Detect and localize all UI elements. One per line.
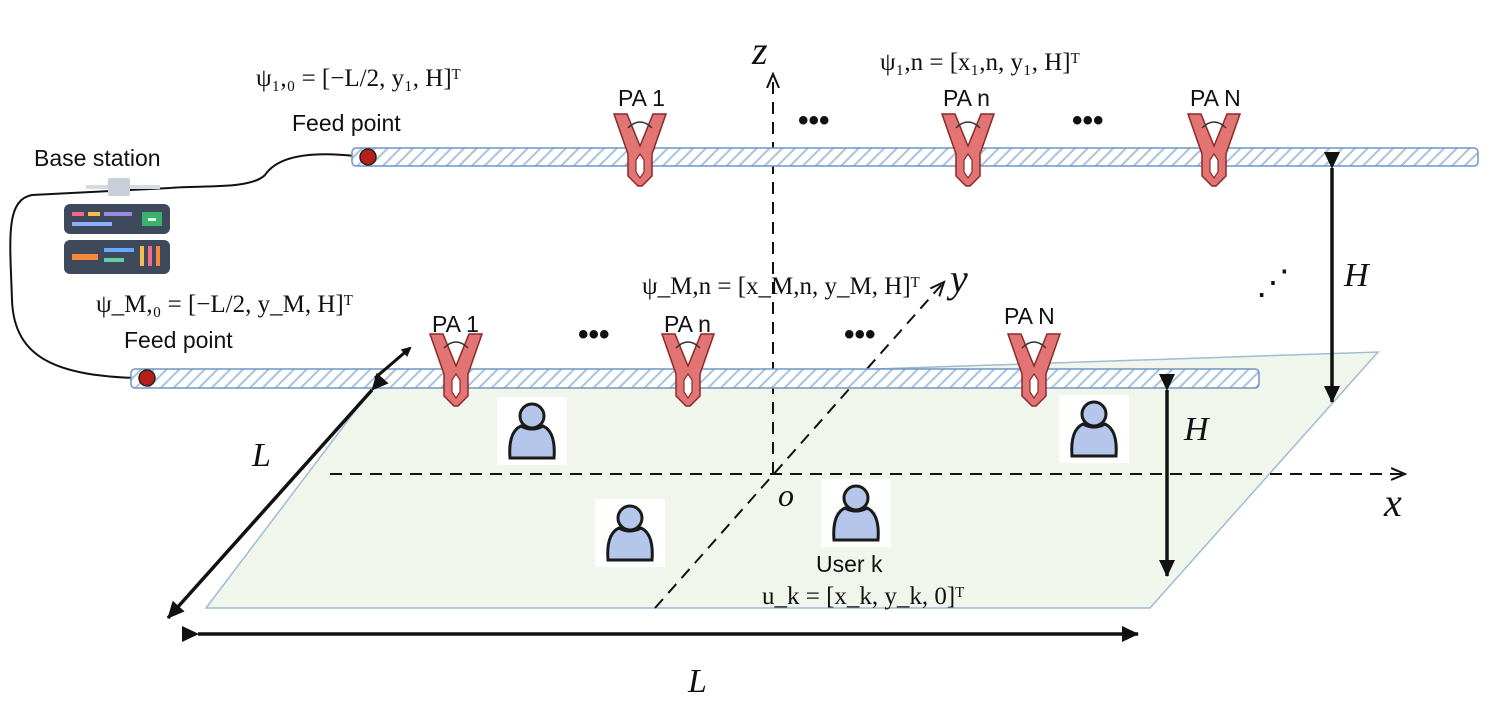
feed-point-label-1: Feed point bbox=[292, 110, 401, 136]
psi-M-n-label: ψ_M,n = [x_M,n, y_M, H]ᵀ bbox=[642, 273, 920, 300]
feed-cable bbox=[9, 153, 356, 379]
pa-n-bottom-label: PA n bbox=[664, 311, 711, 337]
axis-y-label: y bbox=[946, 256, 968, 301]
psi-1-n-label: ψ₁,n = [x₁,n, y₁, H]ᵀ bbox=[880, 49, 1080, 76]
base-station-label: Base station bbox=[34, 145, 161, 171]
axis-z-label: z bbox=[751, 28, 768, 73]
pa-n-top-label: PA n bbox=[943, 85, 990, 111]
psi-1-0-label: ψ₁,₀ = [−L/2, y₁, H]ᵀ bbox=[256, 65, 461, 92]
pa-N-top-label: PA N bbox=[1190, 85, 1241, 111]
vertical-ellipsis: ⋰ bbox=[1256, 265, 1290, 302]
user-2 bbox=[1057, 393, 1131, 465]
psi-M-0-label: ψ_M,₀ = [−L/2, y_M, H]ᵀ bbox=[96, 291, 353, 318]
feed-point-1 bbox=[359, 148, 377, 166]
u-k-label: u_k = [x_k, y_k, 0]ᵀ bbox=[762, 583, 964, 610]
ellipsis-bottom-1: ••• bbox=[578, 318, 610, 351]
L-label-horizontal: L bbox=[687, 663, 707, 700]
pa-1-bottom-label: PA 1 bbox=[432, 311, 479, 337]
y-axis bbox=[654, 282, 944, 609]
ellipsis-bottom-2: ••• bbox=[844, 318, 876, 351]
waveguide-1 bbox=[351, 147, 1479, 167]
user-k bbox=[819, 477, 893, 549]
pa-1-top-label: PA 1 bbox=[618, 85, 665, 111]
H-label-right: H bbox=[1343, 257, 1371, 294]
axis-x-label: x bbox=[1383, 480, 1402, 525]
pa-N-bottom-label: PA N bbox=[1004, 303, 1055, 329]
base-station-icon bbox=[64, 178, 170, 274]
H-label-center: H bbox=[1183, 411, 1211, 448]
user-1 bbox=[495, 395, 569, 467]
ellipsis-top-2: ••• bbox=[1072, 104, 1104, 137]
L-dimension-diagonal bbox=[166, 372, 389, 620]
L-label-diagonal: L bbox=[251, 437, 271, 474]
user-k-label: User k bbox=[816, 551, 883, 577]
origin-label: o bbox=[778, 477, 794, 513]
feed-point-M bbox=[138, 369, 156, 387]
feed-point-label-M: Feed point bbox=[124, 327, 233, 353]
user-3 bbox=[593, 497, 667, 569]
ellipsis-top-1: ••• bbox=[798, 104, 830, 137]
